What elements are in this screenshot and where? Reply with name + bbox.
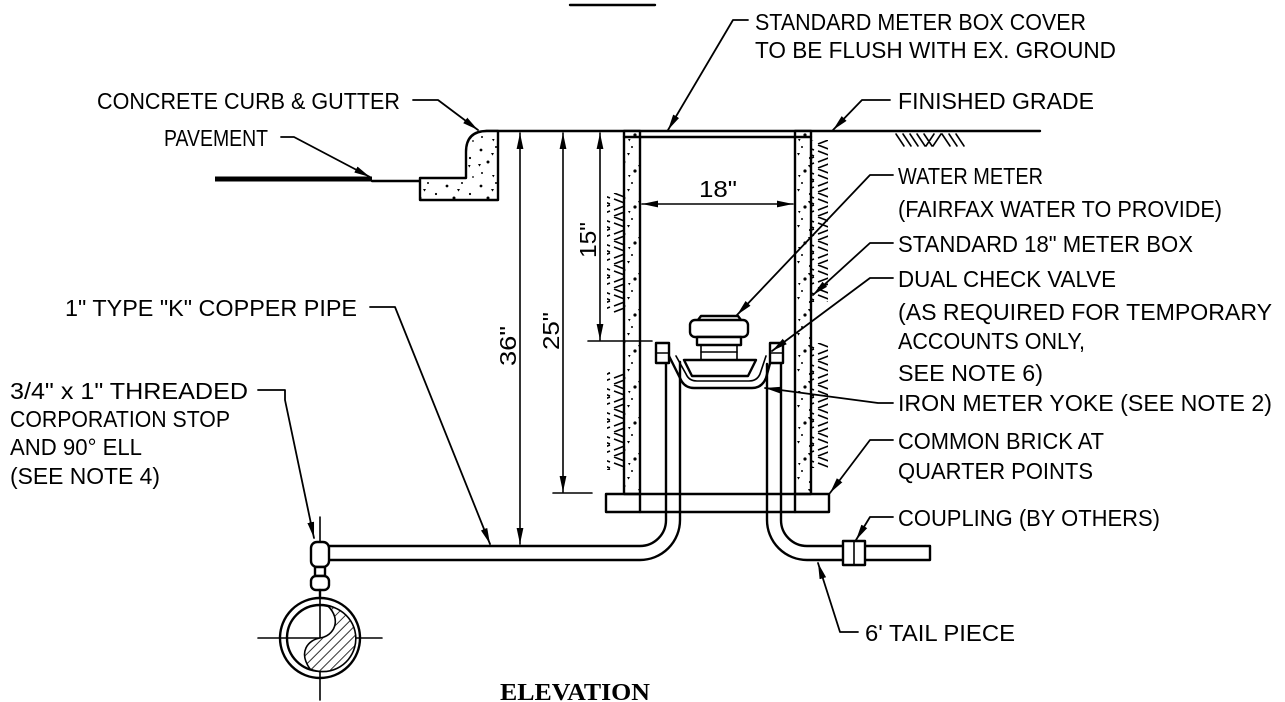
callout-finished-grade: FINISHED GRADE bbox=[898, 88, 1094, 114]
leader-pavement bbox=[280, 136, 371, 178]
callout-dual-check-valve-line2: (AS REQUIRED FOR TEMPORARY bbox=[898, 299, 1272, 325]
callout-copper-pipe: 1" TYPE "K" COPPER PIPE bbox=[65, 295, 357, 321]
leader-meter-yoke bbox=[764, 386, 894, 404]
dim-36-label: 36" bbox=[495, 326, 521, 366]
leader-dual-check-valve bbox=[771, 277, 894, 352]
copper-service-pipe bbox=[328, 360, 682, 562]
callout-pavement: PAVEMENT bbox=[164, 125, 268, 151]
leader-meter-box bbox=[812, 242, 894, 296]
common-brick-base bbox=[604, 492, 831, 514]
earth-hatch-right-lower bbox=[811, 343, 828, 468]
leader-curb-gutter bbox=[412, 99, 479, 131]
callout-meter-box-cover-line1: STANDARD METER BOX COVER bbox=[755, 9, 1086, 35]
callout-meter-yoke: IRON METER YOKE (SEE NOTE 2) bbox=[898, 390, 1272, 416]
leader-copper-pipe bbox=[369, 306, 491, 545]
earth-hatch-left-upper bbox=[607, 193, 624, 313]
dim-18-label: 18" bbox=[699, 176, 737, 202]
leader-water-meter bbox=[736, 174, 894, 316]
leader-finished-grade bbox=[832, 99, 891, 131]
callout-meter-box-cover-line2: TO BE FLUSH WITH EX. GROUND bbox=[755, 37, 1116, 63]
leader-coupling bbox=[855, 516, 894, 541]
leader-tail-piece bbox=[817, 562, 859, 633]
callout-curb-gutter: CONCRETE CURB & GUTTER bbox=[97, 88, 400, 114]
water-meter bbox=[682, 314, 758, 378]
callout-corporation-stop-line1: 3/4" x 1" THREADED bbox=[10, 378, 248, 404]
corporation-stop-valve bbox=[309, 540, 331, 600]
leader-common-brick bbox=[829, 439, 894, 494]
callout-tail-piece: 6' TAIL PIECE bbox=[865, 620, 1015, 646]
meter-box-left-wall bbox=[622, 129, 642, 496]
earth-hatch-right-upper bbox=[811, 140, 828, 302]
leader-corporation-stop bbox=[257, 389, 315, 539]
view-title: ELEVATION bbox=[500, 680, 651, 702]
callout-coupling: COUPLING (BY OTHERS) bbox=[898, 505, 1160, 531]
dim-15-label: 15" bbox=[575, 222, 601, 258]
callout-dual-check-valve-line3: ACCOUNTS ONLY, bbox=[898, 328, 1085, 354]
callout-water-meter-line2: (FAIRFAX WATER TO PROVIDE) bbox=[898, 196, 1222, 222]
callout-corporation-stop-line4: (SEE NOTE 4) bbox=[10, 463, 160, 489]
callout-dual-check-valve-line1: DUAL CHECK VALVE bbox=[898, 266, 1116, 292]
dual-check-valve bbox=[768, 341, 785, 365]
callout-dual-check-valve-line4: SEE NOTE 6) bbox=[898, 360, 1043, 386]
tail-piece-pipe bbox=[765, 362, 932, 562]
leader-meter-box-cover bbox=[667, 19, 749, 131]
callout-meter-box: STANDARD 18" METER BOX bbox=[898, 231, 1193, 257]
callout-common-brick-line1: COMMON BRICK AT bbox=[898, 428, 1104, 454]
coupling bbox=[841, 539, 867, 567]
dim-25-label: 25" bbox=[538, 312, 564, 350]
callout-corporation-stop-line3: AND 90° ELL bbox=[10, 434, 142, 460]
callout-corporation-stop-line2: CORPORATION STOP bbox=[10, 406, 230, 432]
concrete-curb-and-gutter bbox=[418, 129, 500, 202]
grade-earth-hatch bbox=[895, 133, 965, 147]
callout-water-meter-line1: WATER METER bbox=[898, 163, 1043, 189]
callout-common-brick-line2: QUARTER POINTS bbox=[898, 458, 1093, 484]
earth-hatch-left-lower bbox=[607, 372, 624, 470]
iron-meter-yoke bbox=[654, 341, 774, 390]
meter-box-right-wall bbox=[793, 129, 813, 496]
water-main-section-hatch bbox=[303, 604, 357, 673]
